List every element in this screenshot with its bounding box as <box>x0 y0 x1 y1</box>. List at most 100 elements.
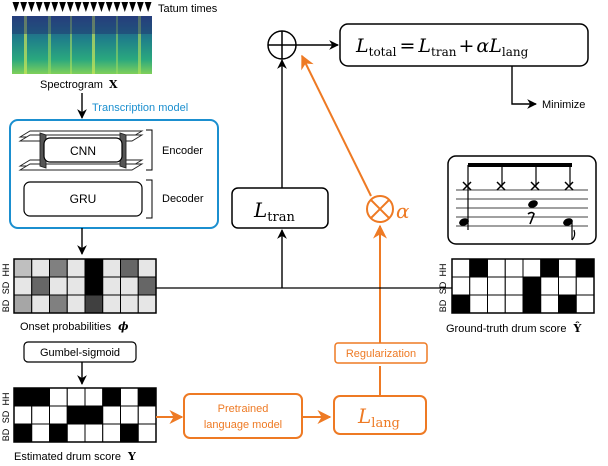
estimated-score-grid <box>13 387 157 443</box>
grid-cell <box>522 294 542 314</box>
decoder-bracket <box>146 179 153 219</box>
grid-cell <box>66 387 86 407</box>
gt-row-labels: HH SD BD <box>438 264 448 313</box>
decoder-label: Decoder <box>162 193 204 205</box>
svg-text:BD: BD <box>1 428 11 441</box>
cnn-label: CNN <box>70 144 96 158</box>
tatum-marker <box>43 2 51 12</box>
grid-cell <box>540 276 559 296</box>
grid-border <box>13 387 157 443</box>
svg-text:BD: BD <box>438 299 448 312</box>
estimated-score-label: Estimated drum score Y <box>14 450 136 463</box>
grid-cell <box>13 258 33 278</box>
grid-cell <box>558 276 577 296</box>
l-total-formula: Ltotal=Ltran+αLlang <box>355 35 529 59</box>
grid-cell <box>49 276 68 296</box>
l-tran-formula: Ltran <box>253 198 295 225</box>
gumbel-sigmoid-box <box>23 341 137 363</box>
tatum-marker <box>66 2 74 12</box>
drum-notation <box>447 155 597 245</box>
grid-border <box>451 258 595 314</box>
grid-cell <box>49 294 68 314</box>
grid-cell <box>31 387 50 407</box>
grid-cell <box>102 294 121 314</box>
grid-cell <box>66 423 86 443</box>
tatum-marker <box>113 2 121 12</box>
pretrained-lm-box <box>183 393 303 439</box>
grid-cell <box>31 294 50 314</box>
grid-cell <box>504 258 524 278</box>
onset-probabilities-grid <box>13 258 157 314</box>
onset-row-labels: HH SD BD <box>1 264 11 313</box>
grid-cell <box>469 276 488 296</box>
grid-cell <box>66 405 86 425</box>
grid-cell <box>84 258 104 278</box>
grid-cell <box>102 423 121 443</box>
grid-cell <box>522 258 542 278</box>
grid-cell <box>66 294 86 314</box>
alpha-multiply-icon <box>366 195 394 223</box>
grid-cell <box>558 294 577 314</box>
grid-cell <box>522 276 542 296</box>
grid-cell <box>13 405 33 425</box>
grid-cell <box>49 387 68 407</box>
encoder-bracket <box>146 129 153 171</box>
tatum-marker <box>105 2 113 12</box>
ground-truth-score-grid <box>451 258 595 314</box>
onset-probabilities-label: Onset probabilities ϕ <box>20 320 129 333</box>
svg-text:SD: SD <box>438 281 448 294</box>
tatum-marker <box>136 2 144 12</box>
grid-cell <box>13 387 33 407</box>
gru-block <box>23 181 143 217</box>
tatum-marker <box>12 2 20 12</box>
ground-truth-label: Ground-truth drum score Ŷ <box>446 321 582 335</box>
grid-cell <box>13 423 33 443</box>
grid-cell <box>504 294 524 314</box>
tatum-marker <box>20 2 28 12</box>
tatum-marker <box>98 2 105 12</box>
grid-cell <box>451 276 471 296</box>
tatum-marker <box>74 2 82 12</box>
cnn-block <box>43 137 123 163</box>
grid-cell <box>137 387 157 407</box>
grid-cell <box>31 276 50 296</box>
grid-cell <box>540 258 559 278</box>
tatum-marker <box>90 2 98 12</box>
grid-cell <box>31 423 50 443</box>
grid-cell <box>120 276 139 296</box>
grid-cell <box>575 258 595 278</box>
gru-label: GRU <box>70 192 97 206</box>
grid-cell <box>102 387 121 407</box>
tatum-marker <box>129 2 136 12</box>
tatum-marker <box>121 2 129 12</box>
grid-cell <box>137 258 157 278</box>
sum-icon <box>267 30 297 60</box>
grid-cell <box>137 294 157 314</box>
svg-text:HH: HH <box>438 264 448 277</box>
grid-cell <box>487 294 506 314</box>
grid-cell <box>120 258 139 278</box>
transcription-model-box <box>9 119 219 229</box>
grid-cell <box>469 258 488 278</box>
grid-cell <box>102 405 121 425</box>
grid-cell <box>469 294 488 314</box>
spectrogram-label: Spectrogram X <box>40 78 118 91</box>
estimated-row-labels: HH SD BD <box>1 393 11 442</box>
grid-cell <box>137 405 157 425</box>
l-total-box <box>339 23 589 67</box>
minimize-label: Minimize <box>542 99 585 111</box>
grid-cell <box>31 258 50 278</box>
svg-text:HH: HH <box>1 264 11 277</box>
pretrained-lm-line2: language model <box>204 419 282 431</box>
grid-border <box>13 258 157 314</box>
grid-cell <box>49 258 68 278</box>
tatum-marker <box>144 2 152 12</box>
svg-text:SD: SD <box>1 410 11 423</box>
grid-cell <box>120 294 139 314</box>
grid-cell <box>451 294 471 314</box>
tatum-times-label: Tatum times <box>158 3 218 15</box>
arrow-times-to-sum <box>301 54 372 197</box>
grid-cell <box>451 258 471 278</box>
grid-cell <box>120 423 139 443</box>
